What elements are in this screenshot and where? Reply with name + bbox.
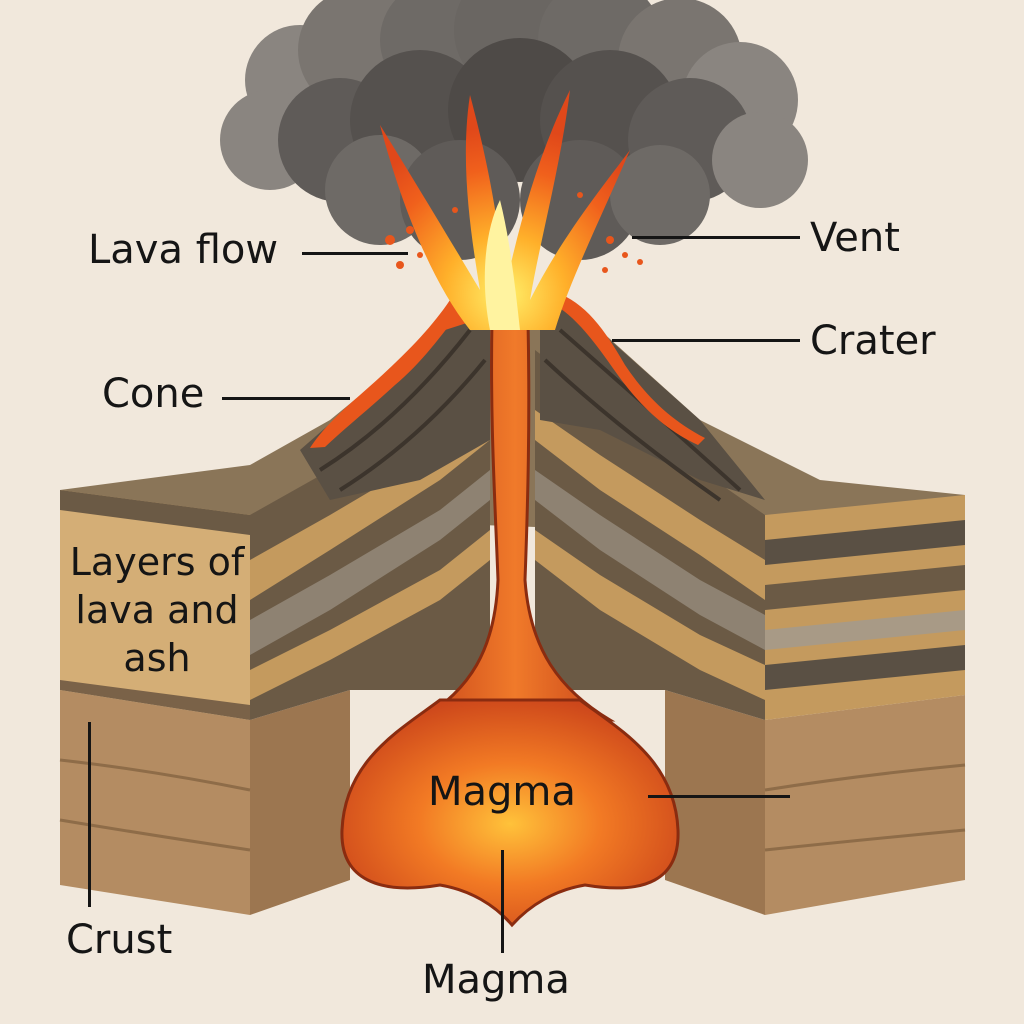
leader-magma-chamber [648, 795, 790, 798]
label-lava-flow: Lava flow [88, 227, 279, 273]
layers-block-right [765, 495, 965, 720]
label-crater: Crater [810, 318, 936, 364]
layers-inner-right [535, 350, 765, 720]
leader-vent [632, 236, 800, 239]
label-cone: Cone [102, 371, 205, 417]
leader-magma [501, 850, 504, 953]
layers-block-left [60, 490, 250, 720]
leader-lava-flow [302, 252, 408, 255]
label-crust: Crust [66, 917, 173, 963]
crust-block [59, 690, 966, 915]
eruption [380, 90, 643, 330]
leader-cone [222, 397, 350, 400]
leader-crater [612, 339, 800, 342]
label-magma: Magma [422, 957, 570, 1003]
magma-chamber [340, 698, 680, 928]
label-vent: Vent [810, 215, 900, 261]
label-layers: Layers of lava and ash [69, 540, 245, 680]
leader-crust [88, 722, 91, 907]
ash-cloud [220, 0, 808, 260]
label-magma-chamber: Magma [428, 769, 576, 815]
